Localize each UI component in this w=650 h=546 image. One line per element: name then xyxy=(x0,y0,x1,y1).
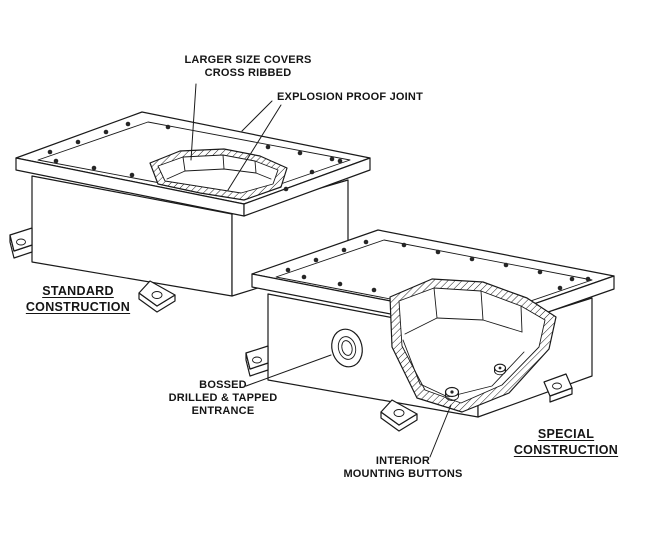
caption-special-construction: SPECIAL CONSTRUCTION xyxy=(502,426,630,458)
leader-lines xyxy=(190,83,452,458)
leader-bossed xyxy=(245,354,332,387)
callout-line: CROSS RIBBED xyxy=(204,67,292,79)
callout-bossed-entrance: BOSSED DRILLED & TAPPED ENTRANCE xyxy=(158,379,288,418)
standard-cover-cutaway xyxy=(149,148,288,201)
callout-larger-covers: LARGER SIZE COVERS CROSS RIBBED xyxy=(178,54,318,80)
callout-line: DRILLED & TAPPED xyxy=(168,392,278,404)
bossed-entrance xyxy=(331,328,363,368)
caption-line: CONSTRUCTION xyxy=(513,443,619,457)
mounting-lug-front xyxy=(138,280,176,313)
mounting-lug-left-special xyxy=(245,345,269,377)
mounting-lug-right-special xyxy=(543,373,573,403)
standard-box xyxy=(9,111,371,313)
callout-line: LARGER SIZE COVERS xyxy=(184,54,312,66)
special-cover-screws xyxy=(285,239,591,293)
callout-line: MOUNTING BUTTONS xyxy=(343,468,463,480)
standard-cover-screws xyxy=(47,121,343,192)
special-box xyxy=(245,229,615,432)
leader-covers xyxy=(190,83,197,161)
callout-line: INTERIOR xyxy=(375,455,431,467)
callout-line: BOSSED xyxy=(199,379,247,391)
callout-line: ENTRANCE xyxy=(191,405,255,417)
leader-joint-a xyxy=(241,100,273,132)
mounting-lug-front-special xyxy=(380,399,418,432)
mounting-lug-left xyxy=(9,227,33,259)
leader-interior xyxy=(429,404,452,458)
interior-mounting-buttons xyxy=(444,363,507,401)
caption-standard-construction: STANDARD CONSTRUCTION xyxy=(10,283,146,315)
leader-joint-b xyxy=(227,104,282,191)
caption-line: SPECIAL xyxy=(537,427,595,441)
callout-explosion-proof-joint: EXPLOSION PROOF JOINT xyxy=(270,91,430,104)
special-cutaway xyxy=(389,278,557,413)
callout-interior-mounting-buttons: INTERIOR MOUNTING BUTTONS xyxy=(336,455,470,481)
caption-line: STANDARD xyxy=(42,284,114,298)
caption-line: CONSTRUCTION xyxy=(25,300,131,314)
callout-line: EXPLOSION PROOF JOINT xyxy=(277,91,423,103)
